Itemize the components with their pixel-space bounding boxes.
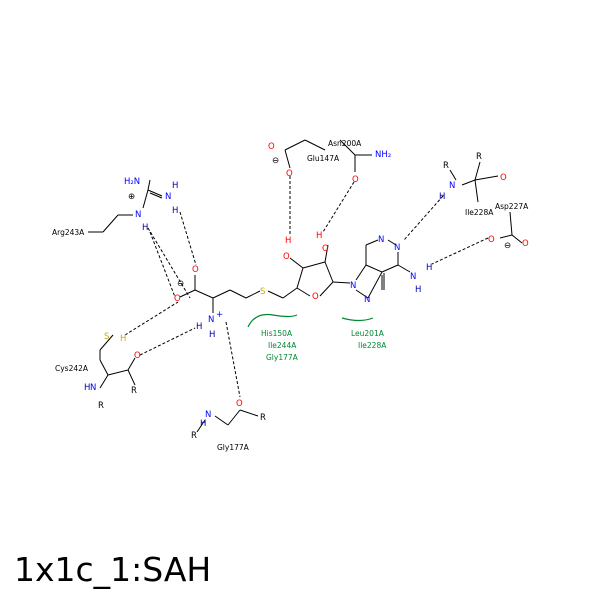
atom-nh2-asn: NH₂ xyxy=(375,150,391,160)
hydrophobic-labels: His150A Ile244A Gly177A Leu201A Ile228A xyxy=(261,329,387,362)
residue-asp227: Asp227A xyxy=(495,202,529,211)
atom-o-ring: O xyxy=(312,292,319,302)
atom-h-ile: H xyxy=(439,192,445,202)
ligand-atoms: O O ⊖ N + H H S O O H O H N N N N N H H xyxy=(174,231,432,340)
atom-r-ile: R xyxy=(443,161,449,171)
atom-h-cys-n: H xyxy=(84,383,90,393)
atom-o2: O xyxy=(283,252,290,262)
atom-r-gly2: R xyxy=(260,413,266,423)
hydrophobic-his150: His150A xyxy=(261,329,293,338)
residue-labels: Arg243A Glu147A Asn200A Ile228A Asp227A … xyxy=(52,139,529,452)
atom-nh3: N xyxy=(208,315,214,325)
atom-n-arg2: N xyxy=(165,192,171,202)
atom-n-cys: N xyxy=(90,383,96,393)
atom-h-n6: H xyxy=(426,263,432,273)
hydrogen-bonds xyxy=(124,176,489,398)
residue-bonds xyxy=(88,139,523,433)
atom-o-ile: O xyxy=(500,173,507,183)
residue-atoms: H₂N ⊕ N H N H H O O ⊖ O NH₂ R N H O R O … xyxy=(84,142,529,441)
atom-h-o3: H xyxy=(316,231,322,241)
atom-h-cys: H xyxy=(120,334,126,344)
atom-r-cys1: R xyxy=(98,401,104,411)
residue-glu147: Glu147A xyxy=(307,154,340,163)
atom-o-sah1: O xyxy=(192,265,199,275)
atom-n7: N xyxy=(364,295,370,305)
hydrophobic-ile244: Ile244A xyxy=(268,341,297,350)
atom-n1: N xyxy=(394,243,400,253)
hydrophobic-arcs xyxy=(247,313,374,328)
atom-h-n1: H xyxy=(196,322,202,332)
atom-h-gly: H xyxy=(200,419,206,429)
atom-n9: N xyxy=(350,281,356,291)
atom-h-arg2: H xyxy=(172,181,178,191)
atom-r-cys2: R xyxy=(131,386,137,396)
atom-n-arg1: N xyxy=(135,210,141,220)
atom-o-sah2: O xyxy=(174,294,181,304)
atom-h-n6b: H xyxy=(415,285,421,295)
atom-o-glu2: O xyxy=(286,169,293,179)
atom-s-sah: S xyxy=(260,287,265,297)
charge-plus-nh3: + xyxy=(216,310,223,320)
atom-h-o2: H xyxy=(285,236,291,246)
atom-o-asp2: O xyxy=(522,239,529,249)
atom-r-gly1: R xyxy=(191,431,197,441)
atom-h-arg3: H xyxy=(172,206,178,216)
atom-h2n-arg: H₂N xyxy=(124,177,140,187)
atom-n-ile: N xyxy=(449,181,455,191)
atom-s-cys: S xyxy=(104,332,109,342)
atom-n6: N xyxy=(410,272,416,282)
charge-neg-sah: ⊖ xyxy=(177,279,184,289)
atom-o-cys: O xyxy=(134,351,141,361)
atom-r-ile2: R xyxy=(476,152,482,162)
hydrophobic-ile228: Ile228A xyxy=(358,341,387,350)
residue-asn200: Asn200A xyxy=(328,139,362,148)
charge-plus-arg: ⊕ xyxy=(128,192,135,202)
atom-o-asp1: O xyxy=(488,235,495,245)
diagram-title: 1x1c_1:SAH xyxy=(14,550,212,589)
residue-gly177: Gly177A xyxy=(217,443,250,452)
atom-h-arg1: H xyxy=(142,223,148,233)
residue-cys242: Cys242A xyxy=(55,364,89,373)
charge-neg-glu: ⊖ xyxy=(272,156,279,166)
atom-o3: O xyxy=(322,244,329,254)
charge-neg-asp: ⊖ xyxy=(504,241,511,251)
atom-o-gly: O xyxy=(236,399,243,409)
hydrophobic-leu201: Leu201A xyxy=(351,329,385,338)
hydrophobic-gly177: Gly177A xyxy=(266,353,299,362)
residue-ile228: Ile228A xyxy=(465,208,494,217)
ligand-bonds xyxy=(179,239,411,313)
atom-o-glu1: O xyxy=(268,142,275,152)
atom-o-asn: O xyxy=(352,175,359,185)
atom-n-gly: N xyxy=(205,410,211,420)
atom-n3: N xyxy=(378,235,384,245)
atom-h-n2: H xyxy=(209,330,215,340)
residue-arg243: Arg243A xyxy=(52,228,85,237)
